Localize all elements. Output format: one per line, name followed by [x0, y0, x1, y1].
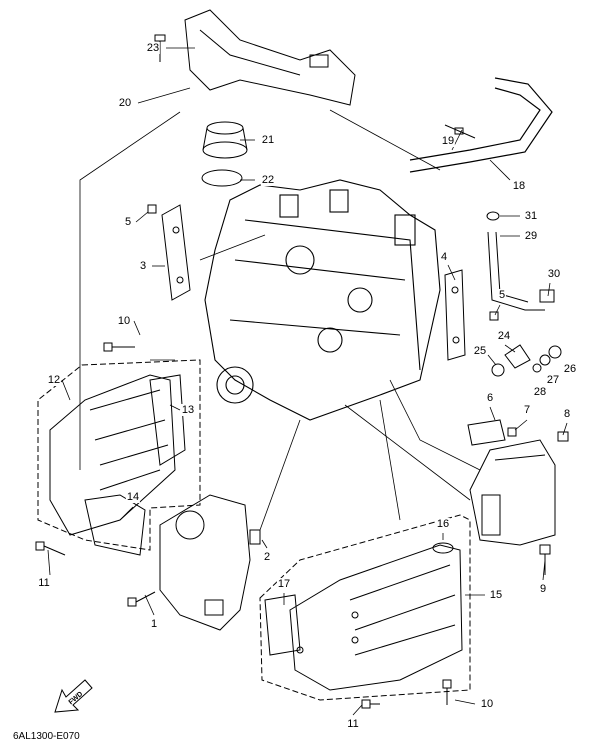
part-5-bolt-b	[489, 311, 499, 321]
leader-lines	[47, 47, 568, 716]
callout-18: 18	[511, 180, 527, 192]
part-11-bolt-a	[35, 541, 66, 556]
fwd-arrow-icon	[54, 679, 93, 713]
part-31-clip	[486, 211, 500, 221]
part-11-bolt-b	[361, 699, 380, 709]
callout-20: 20	[117, 97, 133, 109]
callout-30: 30	[546, 268, 562, 280]
callout-28: 28	[532, 386, 548, 398]
callout-5b: 5	[497, 289, 507, 301]
diagram-code: 6AL1300-E070	[13, 731, 80, 742]
part-17-gasket	[264, 594, 301, 656]
callout-11a: 11	[37, 577, 51, 589]
callout-10a: 10	[116, 315, 132, 327]
part-9-bolt	[539, 544, 551, 575]
part-right-module	[469, 439, 556, 546]
callout-12: 12	[46, 374, 62, 386]
part-3-plate	[161, 204, 191, 301]
callout-22: 22	[260, 174, 276, 186]
callout-5a: 5	[123, 216, 133, 228]
callout-9: 9	[538, 583, 548, 595]
callout-21: 21	[260, 134, 276, 146]
callout-10b: 10	[479, 698, 495, 710]
callout-19: 19	[440, 135, 456, 147]
callout-1: 1	[149, 618, 159, 630]
callout-25: 25	[472, 345, 488, 357]
callout-6: 6	[485, 392, 495, 404]
callout-23: 23	[145, 42, 161, 54]
part-16-oring	[432, 542, 454, 554]
part-22-clamp	[201, 169, 243, 187]
part-10-bolt-b	[442, 679, 452, 705]
part-26-27-28-fittings	[532, 345, 562, 373]
part-2-collar	[249, 529, 261, 545]
part-12-cover	[49, 374, 176, 536]
part-4-plate	[444, 269, 466, 361]
callout-17: 17	[276, 578, 292, 590]
part-5-bolt-a	[147, 204, 157, 214]
engine-block	[204, 179, 441, 421]
part-19-tie	[444, 124, 476, 139]
part-8-nut	[557, 431, 569, 442]
callout-27: 27	[545, 374, 561, 386]
part-1-bolt	[127, 591, 156, 607]
callout-8: 8	[562, 408, 572, 420]
part-18-hose	[409, 77, 553, 173]
part-7-bolt	[507, 427, 517, 437]
part-10-bolt-a	[103, 342, 135, 352]
callout-16: 16	[435, 518, 451, 530]
part-20-cover	[184, 9, 356, 106]
part-6-bracket	[467, 419, 506, 446]
part-25-oring	[491, 363, 505, 377]
part-13-gasket	[149, 374, 186, 466]
part-24-fitting	[504, 344, 531, 369]
callout-2: 2	[262, 551, 272, 563]
callout-14: 14	[125, 491, 141, 503]
callout-15: 15	[488, 589, 504, 601]
part-29-pipe	[487, 231, 545, 311]
callout-11b: 11	[346, 718, 360, 730]
callout-4: 4	[439, 251, 449, 263]
callout-24: 24	[496, 330, 512, 342]
callout-29: 29	[523, 230, 539, 242]
group-outlines	[37, 359, 471, 701]
callout-31: 31	[523, 210, 539, 222]
part-15-cover	[289, 544, 463, 691]
part-14-gasket	[84, 494, 146, 556]
part-30-bracket	[539, 289, 555, 303]
part-21-boot	[202, 121, 248, 159]
callout-3: 3	[138, 260, 148, 272]
callout-7: 7	[522, 404, 532, 416]
callout-26: 26	[562, 363, 578, 375]
part-1-module	[159, 494, 251, 631]
callout-13: 13	[180, 404, 196, 416]
